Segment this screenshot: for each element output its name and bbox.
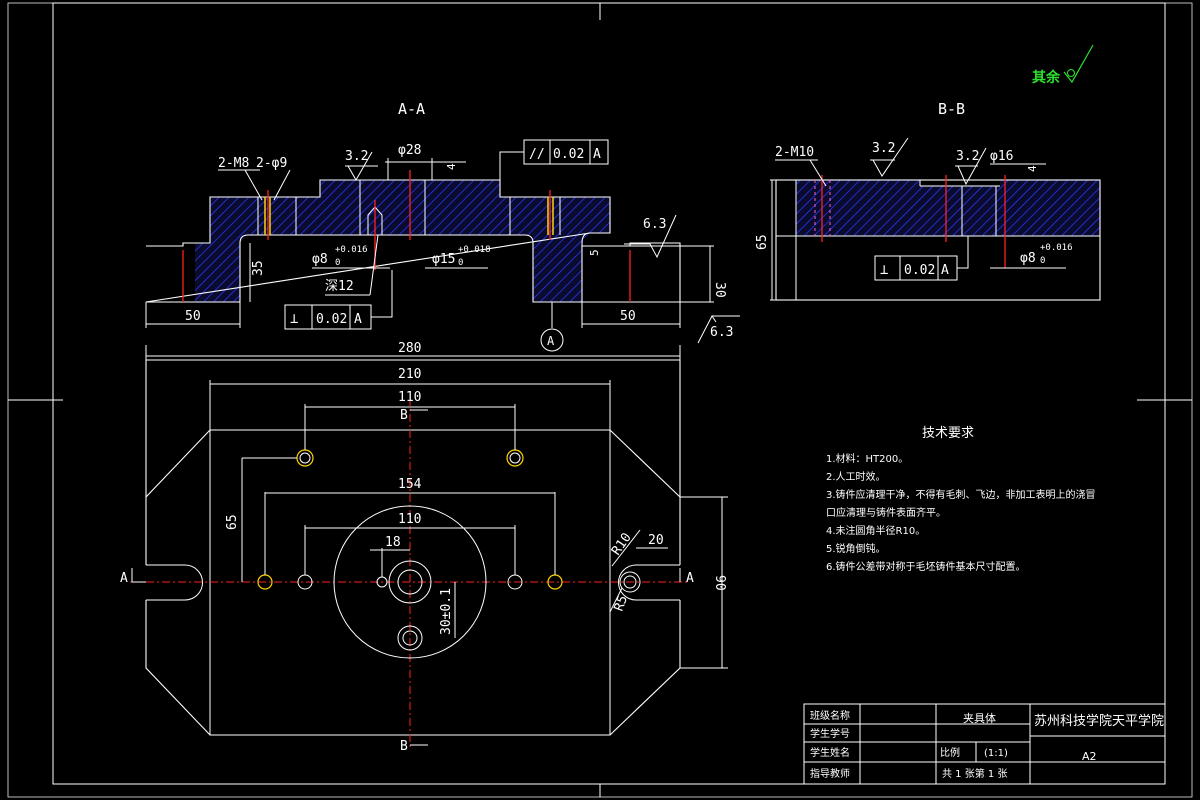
bb-perp-symbol: ⊥	[880, 262, 888, 278]
plan-dim280: 280	[398, 341, 421, 356]
aa-phi28: φ28	[398, 143, 421, 158]
bb-phi8: φ8	[1020, 251, 1036, 266]
plan-side-edges	[145, 497, 681, 736]
plan-view: 280 210 110 65 154 110 18 30±0.1 R10	[120, 341, 728, 754]
aa-parallelism-datum: A	[593, 147, 601, 162]
section-aa-label: A-A	[398, 100, 425, 118]
aa-parallelism-frame	[523, 139, 609, 165]
tech-req-title: 技术要求	[922, 426, 974, 441]
section-bb-label: B-B	[938, 100, 965, 118]
aa-depth12: 深12	[325, 279, 354, 294]
cut-b-bottom: B	[400, 739, 408, 754]
section-aa-hatch	[195, 180, 610, 302]
bb-dim4: 4	[1026, 165, 1039, 172]
tb-row3-label: 学生姓名	[810, 746, 850, 759]
aa-perp-symbol: ⊥	[290, 311, 298, 327]
aa-perp-datum: A	[354, 312, 362, 327]
aa-holes-phi9: 2-φ9	[256, 156, 287, 171]
bb-perp-value: 0.02	[904, 263, 935, 278]
surface-finish-note: 其余	[1032, 44, 1094, 86]
bb-phi16: φ16	[990, 149, 1013, 164]
aa-phi8: φ8	[312, 252, 328, 267]
tech-req-item: 3.铸件应清理干净，不得有毛刺、飞边，非加工表明上的浇冒	[826, 488, 1096, 501]
cut-a-left: A	[120, 571, 128, 586]
plan-dim110-mid: 110	[398, 512, 421, 527]
plan-dim154: 154	[398, 477, 422, 492]
section-bb-hatch	[796, 180, 1100, 236]
datum-a-circle	[540, 328, 564, 352]
plan-dim110-top: 110	[398, 390, 421, 405]
aa-phi8-tol-upper: +0.016	[335, 245, 368, 255]
tech-req-item: 5.锐角倒钝。	[826, 542, 886, 555]
aa-dim4: 4	[445, 163, 458, 170]
aa-phi15-tol-upper: +0.018	[458, 245, 491, 255]
tb-scale-label: 比例	[940, 746, 960, 759]
aa-perp-value: 0.02	[316, 312, 347, 327]
plan-dim18: 18	[385, 535, 401, 550]
aa-roughness-32: 3.2	[345, 149, 368, 164]
tb-row4-label: 指导教师	[810, 767, 850, 780]
aa-dim35: 35	[251, 260, 266, 276]
aa-dim50-right: 50	[620, 309, 636, 324]
bb-phi8-tol-lower: 0	[1040, 256, 1045, 266]
aa-roughness-63: 6.3	[643, 217, 666, 232]
plan-dim30tol: 30±0.1	[439, 588, 454, 635]
tech-req-item: 口应清理与铸件表面齐平。	[826, 506, 946, 519]
datum-a-label: A	[547, 334, 555, 348]
bb-holes-m10: 2-M10	[775, 145, 814, 160]
hole-group	[257, 449, 641, 659]
aa-phi8-tol-lower: 0	[335, 258, 340, 268]
aa-phi15-tol-lower: 0	[458, 258, 463, 268]
cut-a-right: A	[686, 571, 694, 586]
aa-dim50-left: 50	[185, 309, 201, 324]
plan-dim20: 20	[648, 533, 664, 548]
tb-part-name: 夹具体	[963, 711, 996, 725]
section-aa-view: A-A 2-M8 2-φ9 3.2 φ28	[145, 100, 740, 352]
tb-paper-size: A2	[1082, 750, 1097, 763]
surface-note-text: 其余	[1032, 69, 1061, 86]
section-bb-view: B-B 2-M10 3.2 3.2 φ16 4 65 ⊥ 0.02 A	[755, 100, 1101, 301]
aa-roughness-63b: 6.3	[710, 325, 733, 340]
plan-r10: R10	[609, 530, 635, 558]
right-slot	[618, 564, 680, 601]
plan-dim65: 65	[225, 514, 240, 530]
tb-row1-label: 班级名称	[810, 709, 850, 722]
aa-parallelism-symbol: //	[529, 147, 545, 162]
aa-dim5: 5	[588, 249, 601, 256]
left-slot	[146, 564, 203, 601]
plan-dim210: 210	[398, 367, 421, 382]
tb-scale-value: (1:1)	[984, 748, 1008, 759]
aa-parallelism-value: 0.02	[553, 147, 584, 162]
bb-dim65: 65	[755, 234, 770, 250]
bb-roughness-32a: 3.2	[872, 141, 895, 156]
roughness-symbol-icon	[1063, 44, 1094, 84]
tech-req-item: 4.未注圆角半径R10。	[826, 524, 925, 537]
aa-dim30: 30	[712, 282, 727, 298]
plan-r5: R5	[612, 594, 631, 614]
sheet-border	[7, 2, 1193, 798]
plan-dim90: 90	[712, 575, 727, 591]
tech-req-item: 2.人工时效。	[826, 470, 886, 483]
tech-req-item: 1.材料：HT200。	[826, 452, 908, 465]
center-boss-circle	[333, 505, 487, 659]
section-aa-outline	[145, 179, 611, 303]
bb-phi8-tol-upper: +0.016	[1040, 243, 1073, 253]
tech-requirements: 技术要求 1.材料：HT200。 2.人工时效。 3.铸件应清理干净，不得有毛刺…	[826, 426, 1096, 573]
aa-phi15: φ15	[432, 252, 455, 267]
tech-req-item: 6.铸件公差带对称于毛坯铸件基本尺寸配置。	[826, 560, 1026, 573]
tb-school: 苏州科技学院天平学院	[1034, 713, 1164, 729]
bb-perp-datum: A	[941, 263, 949, 278]
aa-holes-m8: 2-M8	[218, 156, 249, 171]
title-block: 班级名称 学生学号 学生姓名 指导教师 夹具体 苏州科技学院天平学院 比例 (1…	[803, 703, 1166, 785]
tb-sheet-count: 共 1 张第 1 张	[942, 767, 1007, 780]
bb-roughness-32b: 3.2	[956, 149, 979, 164]
section-bb-outline	[775, 179, 1101, 301]
tb-row2-label: 学生学号	[810, 727, 850, 740]
cut-b-top: B	[400, 408, 408, 423]
